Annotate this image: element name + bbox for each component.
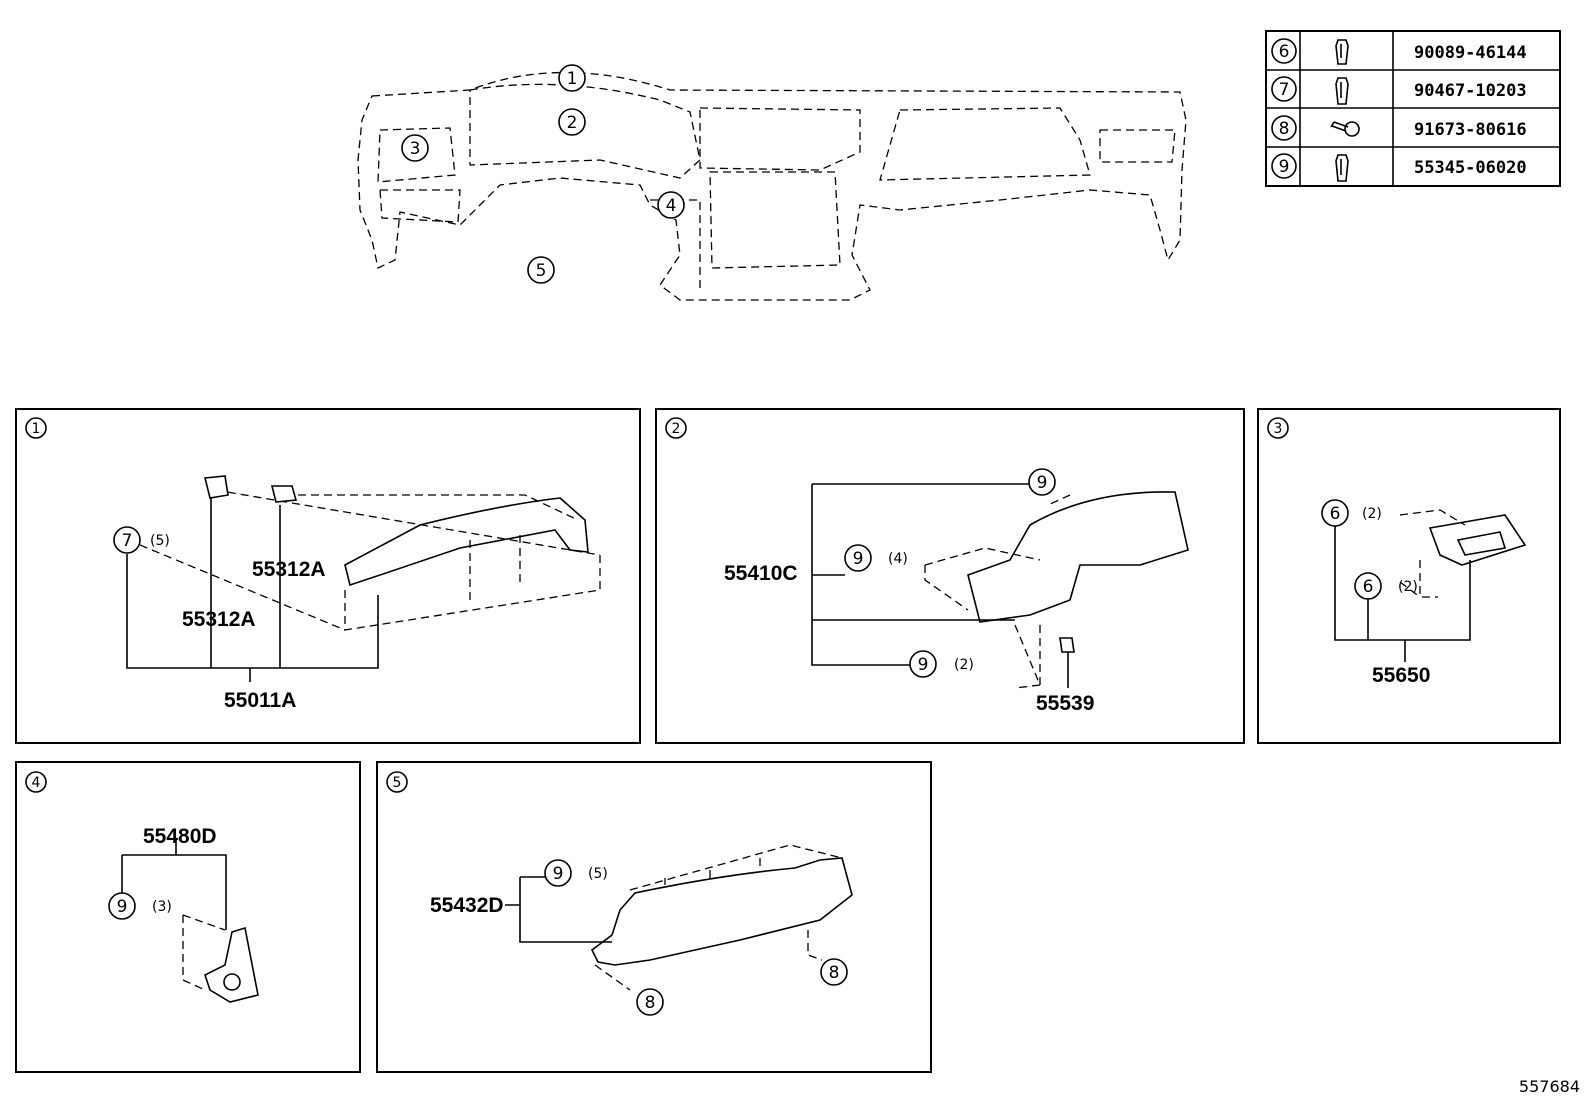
clip-icon: [1335, 39, 1349, 65]
overview-callout: 4: [666, 196, 677, 216]
clip-icon: [1335, 154, 1349, 182]
quantity: (2): [1362, 506, 1382, 522]
quantity: (5): [150, 533, 170, 549]
legend-part-number: 91673-80616: [1414, 120, 1527, 140]
callout: 9: [918, 655, 929, 675]
callout: 8: [829, 963, 840, 983]
overview-callout: 2: [567, 113, 578, 133]
panel-3: 3 6 (2) 6 (2) 55650: [1257, 408, 1561, 744]
quantity: (4): [888, 551, 908, 567]
fastener-legend-table: 6 90089-46144 7 90467-10203 8 91673-8061…: [1265, 30, 1561, 187]
part-label: 55011A: [224, 689, 296, 712]
quantity: (2): [1398, 579, 1418, 595]
part-label: 55410C: [724, 562, 798, 585]
callout: 6: [1330, 504, 1341, 524]
callout: 9: [117, 897, 128, 917]
callout: 9: [853, 549, 864, 569]
part-label: 55432D: [430, 894, 504, 917]
quantity: (5): [588, 866, 608, 882]
part-label: 55480D: [143, 825, 217, 848]
legend-ref: 6: [1279, 42, 1290, 62]
legend-ref: 8: [1279, 119, 1290, 139]
part-label: 55312A: [182, 608, 256, 631]
part-label: 55650: [1372, 664, 1430, 687]
panel-4: 4 9 (3) 55480D: [15, 761, 361, 1073]
overview-callout: 5: [536, 261, 547, 281]
legend-ref: 7: [1279, 80, 1290, 100]
part-label: 55539: [1036, 692, 1094, 715]
panel-5: 5 9 (5) 8 8 55432D: [376, 761, 932, 1073]
panel-1: 1 7 (5) 55312A 55312A 55011A: [15, 408, 641, 744]
panel-number: 1: [32, 421, 41, 437]
dashboard-overview: 1 2 3 4 5: [357, 64, 1187, 301]
panel-number: 3: [1274, 421, 1283, 437]
panel-number: 5: [393, 775, 402, 791]
quantity: (3): [152, 899, 172, 915]
callout: 9: [1037, 473, 1048, 493]
screw-icon: [1330, 121, 1360, 137]
callout: 7: [122, 531, 133, 551]
overview-callout: 1: [567, 69, 578, 89]
part-label: 55312A: [252, 558, 326, 581]
legend-part-number: 90089-46144: [1414, 43, 1527, 63]
diagram-id: 557684: [1519, 1077, 1580, 1096]
legend-part-number: 55345-06020: [1414, 158, 1527, 178]
callout: 8: [645, 993, 656, 1013]
clip-icon: [1335, 77, 1349, 105]
overview-callout: 3: [410, 139, 421, 159]
panel-number: 4: [32, 775, 41, 791]
callout: 9: [553, 864, 564, 884]
legend-part-number: 90467-10203: [1414, 81, 1527, 101]
legend-ref: 9: [1279, 157, 1290, 177]
callout: 6: [1363, 577, 1374, 597]
panel-2: 2 9 9 (4) 9 (2) 55410C 55539: [655, 408, 1245, 744]
quantity: (2): [954, 657, 974, 673]
panel-number: 2: [672, 421, 681, 437]
